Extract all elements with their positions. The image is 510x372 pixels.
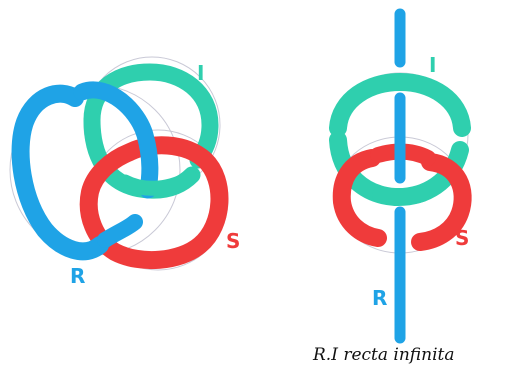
label-R-left: R <box>70 264 85 288</box>
label-I-left: I <box>197 61 204 85</box>
caption-recta-infinita: R.I recta infinita <box>312 345 454 365</box>
ring-I-right-overcross <box>380 194 422 197</box>
label-S-left: S <box>226 229 240 253</box>
label-S-right: S <box>455 226 469 250</box>
ring-R-left-lower <box>105 222 135 240</box>
label-R-right: R <box>372 286 387 310</box>
left-borromean-knot: I S R <box>10 57 240 288</box>
label-I-right: I <box>429 53 436 77</box>
right-borromean-line-version: I S R R.I recta infinita <box>312 14 469 365</box>
